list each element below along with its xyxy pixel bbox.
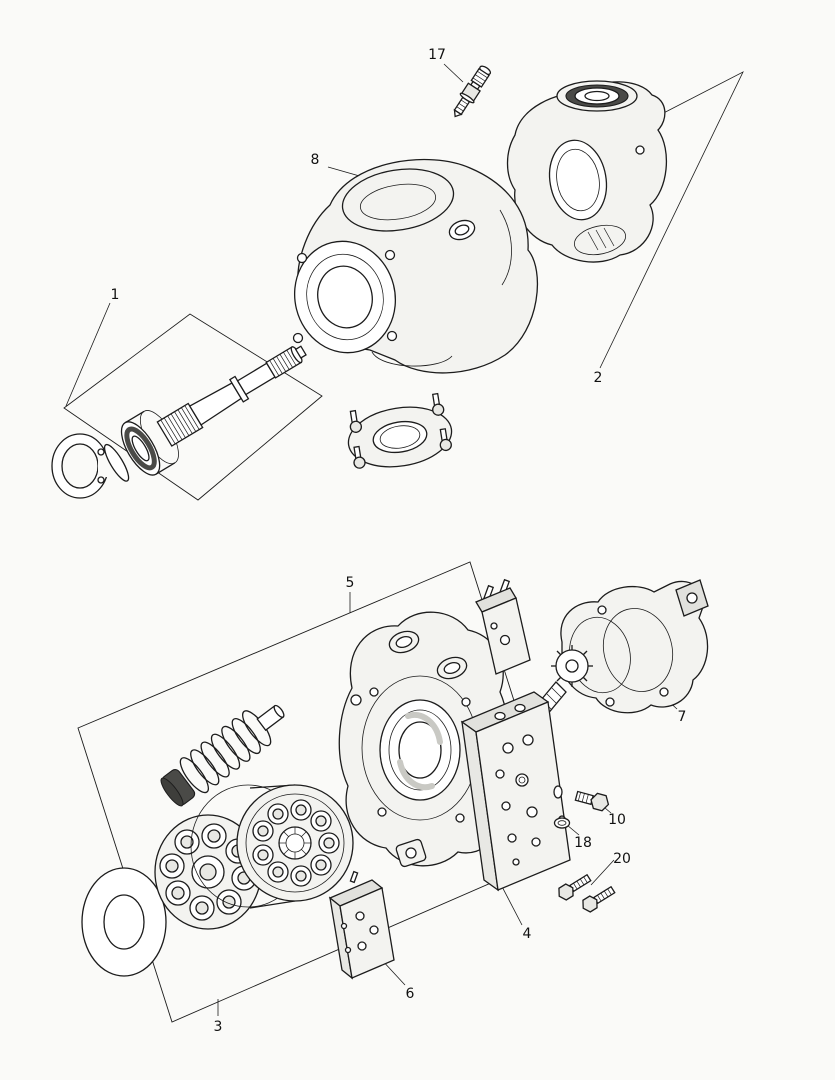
callout-6: 6 <box>405 986 415 1002</box>
callout-20: 20 <box>613 851 631 867</box>
part-20-bolts <box>558 873 616 913</box>
callout-18: 18 <box>574 835 592 851</box>
part-1-shaft-assembly <box>51 345 307 499</box>
part-3-rotating-kit <box>81 784 354 977</box>
part-4-valve-block <box>460 691 571 892</box>
callout-7: 7 <box>677 709 687 725</box>
leader-20 <box>590 859 615 886</box>
callout-1: 1 <box>110 287 120 303</box>
stud-block <box>475 578 531 675</box>
part-2-yoke <box>506 80 668 263</box>
callout-8: 8 <box>310 152 320 168</box>
leader-17 <box>443 63 464 83</box>
part-6-valve-block <box>328 870 395 980</box>
housing-port-boss <box>448 219 476 241</box>
part-18-o-ring <box>553 817 571 829</box>
callout-2: 2 <box>593 370 603 386</box>
leader-18 <box>566 824 580 836</box>
servo-spring <box>160 704 285 807</box>
part-10-plug <box>574 790 610 812</box>
part-17-bleed-valve <box>453 65 492 118</box>
callout-4: 4 <box>522 926 532 942</box>
leader-1 <box>65 302 111 407</box>
housing-front-bore <box>293 240 397 354</box>
leader-2 <box>599 71 744 369</box>
callout-10: 10 <box>608 812 626 828</box>
part-7-gear-pump <box>535 579 709 717</box>
shaft-washer <box>103 443 130 482</box>
part-5-swash-housing <box>338 611 511 868</box>
callout-17: 17 <box>428 47 446 63</box>
callout-3: 3 <box>213 1019 223 1035</box>
callout-5: 5 <box>345 575 355 591</box>
part-8-pump-housing <box>292 158 539 374</box>
housing-dome <box>341 168 455 232</box>
mounting-flange <box>347 392 453 469</box>
